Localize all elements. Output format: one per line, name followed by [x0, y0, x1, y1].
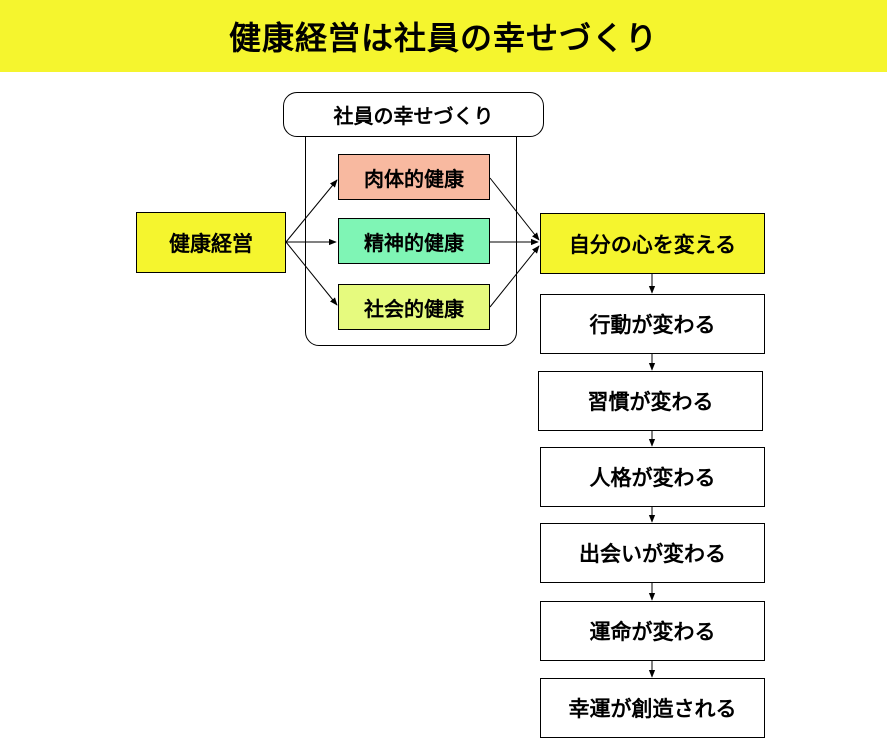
arrow-source-to-social	[285, 241, 338, 306]
arrow-physical-to-mind	[489, 177, 540, 241]
chain-node-encounters: 出会いが変わる	[540, 523, 765, 583]
node-physical-health: 肉体的健康	[338, 154, 490, 200]
chain-node-change-mind: 自分の心を変える	[540, 213, 765, 274]
group-title: 社員の幸せづくり	[283, 92, 544, 137]
node-social-health: 社会的健康	[338, 284, 490, 330]
chain-node-personality: 人格が変わる	[540, 447, 765, 507]
node-mental-health: 精神的健康	[338, 218, 490, 264]
chain-node-fortune: 幸運が創造される	[540, 678, 765, 738]
chain-node-behavior: 行動が変わる	[540, 294, 765, 354]
arrow-source-to-physical	[285, 179, 338, 243]
chain-node-habit: 習慣が変わる	[538, 371, 763, 431]
chain-node-destiny: 運命が変わる	[540, 601, 765, 661]
page-title: 健康経営は社員の幸せづくり	[228, 19, 658, 57]
arrow-social-to-mind	[489, 245, 540, 308]
source-node-kenko-keiei: 健康経営	[136, 212, 286, 273]
title-bar: 健康経営は社員の幸せづくり	[0, 0, 887, 72]
